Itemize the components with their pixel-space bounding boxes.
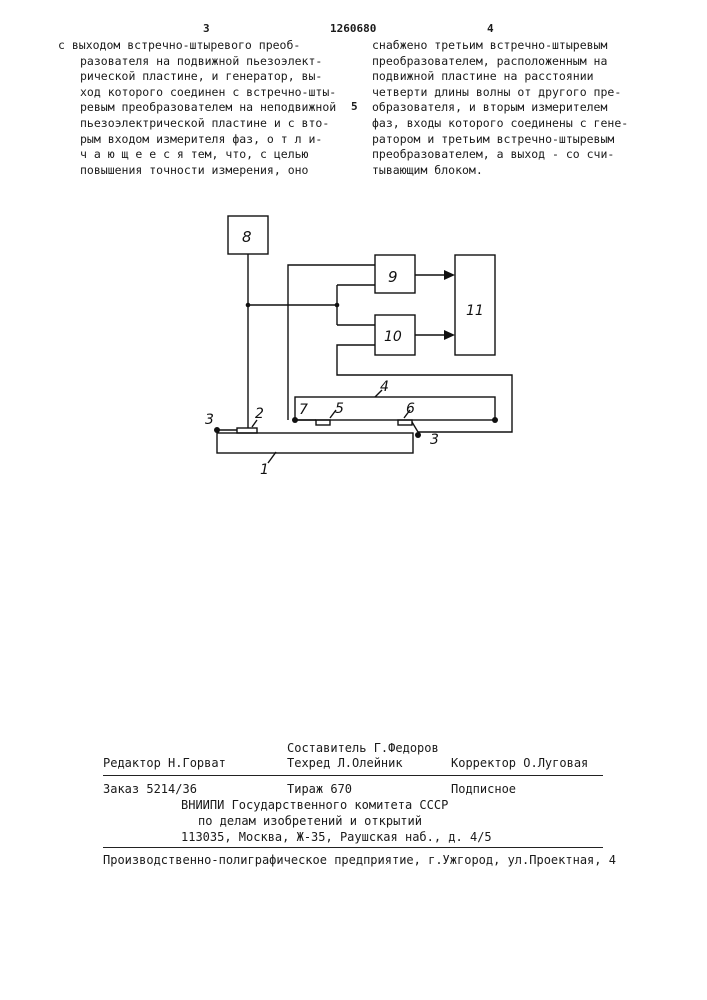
terminal-dot (292, 417, 298, 423)
junction-dot (335, 303, 340, 308)
organization-address: 113035, Москва, Ж-35, Раушская наб., д. … (181, 830, 492, 844)
fixed-plate-1 (217, 433, 413, 453)
compiler: Составитель Г.Федоров (287, 741, 439, 755)
printer: Производственно-полиграфическое предприя… (103, 853, 616, 867)
arrow-10-11 (444, 330, 455, 340)
label-3-right: 3 (430, 432, 439, 448)
wire-6 (412, 422, 418, 432)
transducer-6 (398, 420, 412, 425)
circulation: Тираж 670 (287, 782, 352, 796)
terminal-dot (492, 417, 498, 423)
terminal-dot (214, 427, 220, 433)
terminal-dot (415, 432, 421, 438)
transducer-5 (316, 420, 330, 425)
label-5: 5 (335, 401, 344, 417)
transducer-2 (237, 428, 257, 433)
corrector: Корректор О.Луговая (451, 756, 588, 770)
organization-line-1: ВНИИПИ Государственного комитета СССР (181, 798, 448, 812)
junction-dot (246, 303, 251, 308)
arrow-9-11 (444, 270, 455, 280)
wire-10-to-6 (337, 345, 512, 432)
label-4: 4 (380, 379, 389, 395)
label-6: 6 (406, 401, 415, 417)
divider-line (103, 847, 603, 848)
label-8: 8 (242, 228, 252, 246)
order-number: Заказ 5214/36 (103, 782, 197, 796)
label-10: 10 (384, 329, 402, 345)
label-7: 7 (299, 402, 308, 418)
label-2: 2 (255, 406, 264, 422)
editor: Редактор Н.Горват (103, 756, 226, 770)
organization-line-2: по делам изобретений и открытий (198, 814, 422, 828)
techred: Техред Л.Олейник (287, 756, 403, 770)
subscription: Подписное (451, 782, 516, 796)
label-3-left: 3 (205, 412, 214, 428)
movable-plate-4 (295, 397, 495, 420)
label-9: 9 (388, 268, 398, 286)
label-11: 11 (466, 303, 484, 319)
divider-line (103, 775, 603, 776)
label-1: 1 (260, 462, 269, 478)
